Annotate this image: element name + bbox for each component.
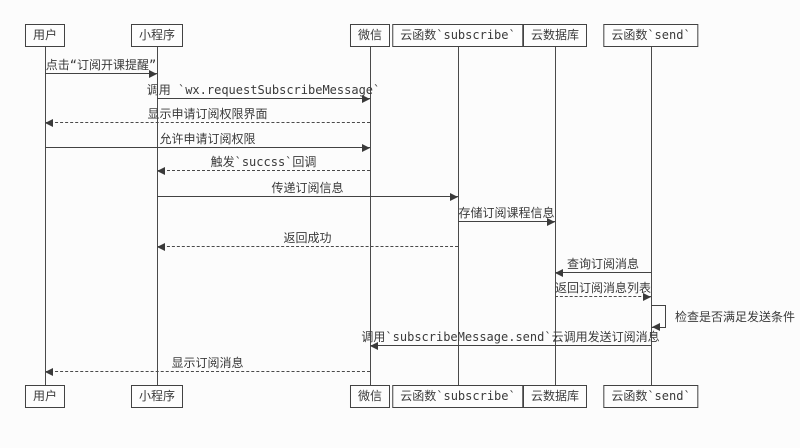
lifeline-miniprogram xyxy=(157,47,158,386)
message-label: 显示订阅消息 xyxy=(171,356,244,370)
message-arrow xyxy=(45,122,370,123)
message-arrow xyxy=(157,196,458,197)
participant-wechat-top: 微信 xyxy=(349,24,391,47)
message-arrowhead xyxy=(362,144,370,152)
self-message-arrowhead xyxy=(652,323,660,331)
lifeline-send xyxy=(651,47,652,386)
message-arrow xyxy=(370,345,651,346)
message-arrowhead xyxy=(362,95,370,103)
message-arrowhead xyxy=(157,243,165,251)
lifeline-subscribe xyxy=(458,47,459,386)
message-label: 返回订阅消息列表 xyxy=(554,281,652,295)
message-arrowhead xyxy=(157,167,165,175)
message-arrowhead xyxy=(45,368,53,376)
message-arrowhead xyxy=(555,269,563,277)
participant-send-top: 云函数`send` xyxy=(603,24,699,47)
message-arrow xyxy=(45,371,370,372)
message-label: 检查是否满足发送条件 xyxy=(675,310,796,324)
participant-user-bottom: 用户 xyxy=(24,385,66,408)
message-arrowhead xyxy=(547,218,555,226)
participant-wechat-bottom: 微信 xyxy=(349,385,391,408)
message-arrow xyxy=(45,147,370,148)
participant-send-bottom: 云函数`send` xyxy=(603,385,699,408)
participant-database-bottom: 云数据库 xyxy=(522,385,588,408)
message-label: 触发`succss`回调 xyxy=(210,155,317,169)
message-arrowhead xyxy=(450,193,458,201)
message-label: 允许申请订阅权限 xyxy=(159,132,256,146)
message-arrow xyxy=(157,98,370,99)
participant-miniprogram-bottom: 小程序 xyxy=(130,385,184,408)
message-arrowhead xyxy=(643,293,651,301)
message-arrow xyxy=(157,170,370,171)
participant-miniprogram-top: 小程序 xyxy=(130,24,184,47)
message-label: 返回成功 xyxy=(283,231,332,245)
participant-user-top: 用户 xyxy=(24,24,66,47)
message-arrow xyxy=(45,73,157,74)
message-label: 存储订阅课程信息 xyxy=(458,206,555,220)
message-arrow xyxy=(555,296,651,297)
message-label: 传递订阅信息 xyxy=(271,181,344,195)
message-arrow xyxy=(555,272,651,273)
participant-subscribe-bottom: 云函数`subscribe` xyxy=(392,385,524,408)
lifeline-user xyxy=(45,47,46,386)
message-arrowhead xyxy=(370,342,378,350)
lifeline-wechat xyxy=(370,47,371,386)
message-arrow xyxy=(458,221,555,222)
message-label: 调用 `wx.requestSubscribeMessage` xyxy=(146,83,381,97)
participant-database-top: 云数据库 xyxy=(522,24,588,47)
message-arrowhead xyxy=(45,119,53,127)
message-arrow xyxy=(157,246,458,247)
message-label: 显示申请订阅权限界面 xyxy=(147,107,268,121)
message-label: 查询订阅消息 xyxy=(566,257,640,271)
participant-subscribe-top: 云函数`subscribe` xyxy=(392,24,524,47)
message-arrowhead xyxy=(149,70,157,78)
message-label: 点击“订阅开课提醒” xyxy=(45,58,157,72)
lifeline-database xyxy=(555,47,556,386)
message-label: 调用`subscribeMessage.send`云调用发送订阅消息 xyxy=(361,330,660,344)
